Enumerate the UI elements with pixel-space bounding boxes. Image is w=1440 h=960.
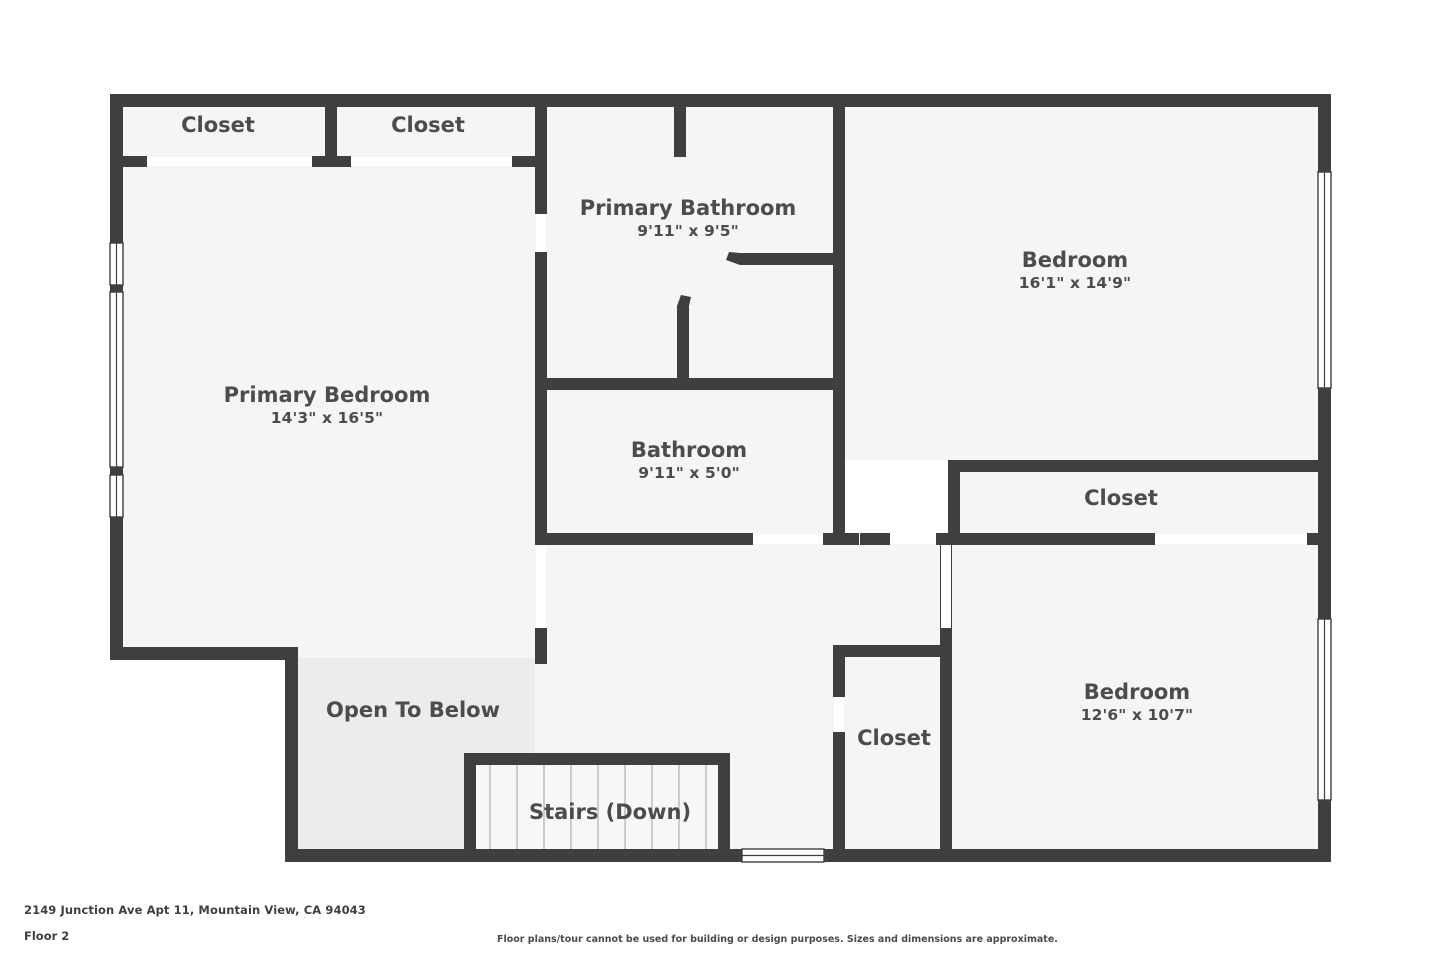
room-label-open-to-below: Open To Below [326, 697, 500, 723]
room-label-stairs: Stairs (Down) [529, 799, 691, 825]
room-name: Closet [181, 113, 255, 137]
room-name: Open To Below [326, 698, 500, 722]
room-label-primary-bathroom: Primary Bathroom 9'11" x 9'5" [580, 195, 797, 241]
room-label-bedroom-lower-right: Bedroom 12'6" x 10'7" [1081, 679, 1193, 725]
window-left-top [109, 242, 124, 286]
room-name: Closet [857, 726, 931, 750]
window-left-long [109, 291, 124, 468]
room-name: Closet [1084, 486, 1158, 510]
window-left-bottom [109, 474, 124, 518]
floor-label: Floor 2 [24, 929, 70, 943]
room-name: Bathroom [630, 438, 748, 462]
room-label-closet-right: Closet [1084, 485, 1158, 511]
room-dimensions: 14'3" x 16'5" [270, 409, 384, 427]
property-address: 2149 Junction Ave Apt 11, Mountain View,… [24, 903, 366, 917]
room-dimensions: 9'11" x 9'5" [637, 222, 739, 240]
fill-primary-bathroom [535, 94, 845, 384]
disclaimer-text: Floor plans/tour cannot be used for buil… [497, 934, 1058, 945]
room-name: Bedroom [1021, 248, 1129, 272]
fill-closet-right [948, 460, 1331, 542]
room-label-primary-bedroom: Primary Bedroom 14'3" x 16'5" [224, 382, 431, 428]
window-right-lower [1317, 618, 1332, 801]
room-name: Primary Bedroom [223, 383, 431, 407]
room-name: Primary Bathroom [579, 196, 797, 220]
room-label-closet-top-mid: Closet [391, 112, 465, 138]
room-dimensions: 16'1" x 14'9" [1018, 274, 1132, 292]
fill-primary-bedroom [110, 94, 535, 660]
fill-bedroom-upper-right [845, 94, 1331, 460]
room-name: Bedroom [1083, 680, 1191, 704]
door-openings [147, 157, 1307, 732]
window-bottom [741, 848, 825, 863]
fill-bathroom [535, 384, 845, 539]
interior-walls [117, 94, 1331, 862]
room-name: Stairs (Down) [528, 800, 692, 824]
fill-bedroom-lower-right [948, 542, 1331, 862]
room-fills [110, 94, 1331, 862]
room-label-closet-bottom-mid: Closet [857, 725, 931, 751]
windows [109, 171, 1332, 863]
window-right-upper [1317, 171, 1332, 389]
room-label-bathroom: Bathroom 9'11" x 5'0" [631, 437, 747, 483]
stair-treads [464, 753, 730, 862]
room-label-closet-top-left: Closet [181, 112, 255, 138]
room-label-bedroom-upper-right: Bedroom 16'1" x 14'9" [1019, 247, 1131, 293]
room-dimensions: 12'6" x 10'7" [1080, 706, 1194, 724]
room-dimensions: 9'11" x 5'0" [638, 464, 740, 482]
room-name: Closet [391, 113, 465, 137]
